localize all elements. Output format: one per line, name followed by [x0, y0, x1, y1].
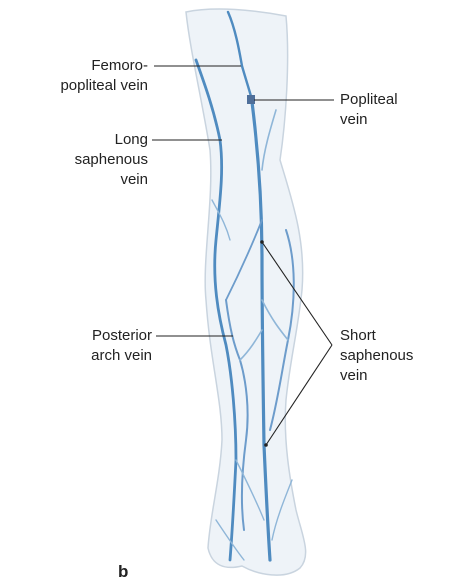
popliteal-vein-segment: [247, 95, 255, 104]
label-long-saphenous-vein: Long saphenous vein: [75, 130, 148, 190]
leader-dot: [264, 443, 268, 447]
panel-letter: b: [118, 562, 128, 582]
label-short-saphenous-vein: Short saphenous vein: [340, 326, 413, 386]
leader-dot: [260, 240, 264, 244]
label-femoro-popliteal-vein: Femoro- popliteal vein: [60, 56, 148, 96]
label-posterior-arch-vein: Posterior arch vein: [91, 326, 152, 366]
label-popliteal-vein: Popliteal vein: [340, 90, 398, 130]
